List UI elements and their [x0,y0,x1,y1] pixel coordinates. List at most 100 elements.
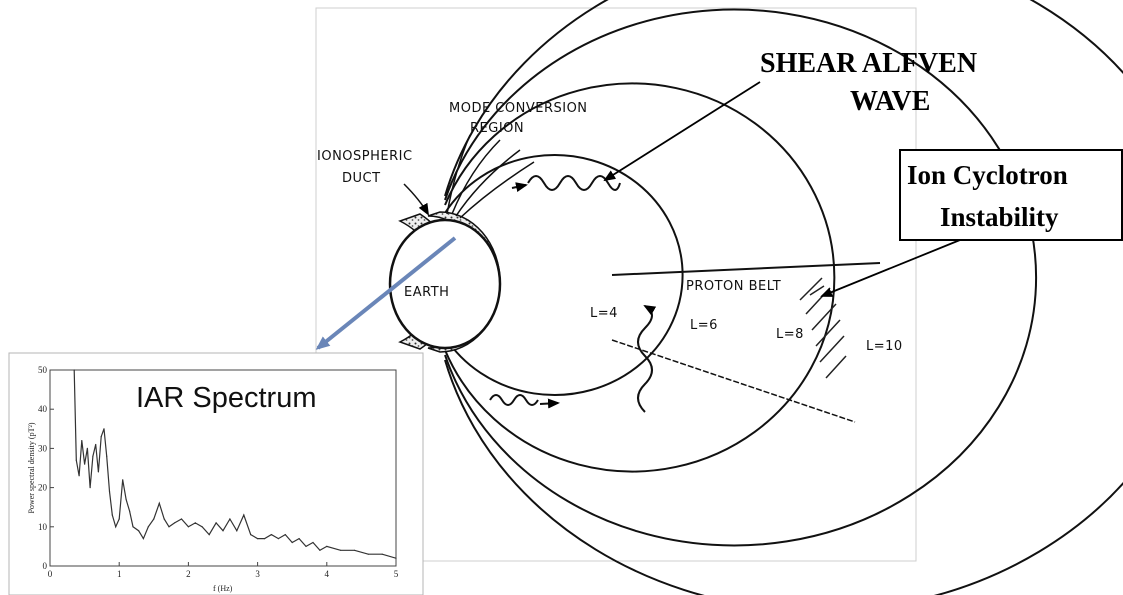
spectrum-point [168,526,170,528]
spectrum-point [100,436,102,438]
spectrum-point [163,518,165,520]
mode-conversion-label-2: REGION [470,121,524,136]
spectrum-point [222,530,224,532]
wave-upper [527,175,621,191]
spectrum-point [125,498,127,500]
wave-upper-arrow [511,182,528,192]
spectrum-point [95,443,97,446]
duct-pointer [403,183,429,216]
l6-label: L=6 [690,318,718,333]
spectrum-point [97,471,99,473]
spectrum-point [86,447,88,449]
spectrum-point [263,538,266,540]
hatch-marks [799,277,847,379]
l10-label: L=10 [866,339,903,354]
spectrum-point [270,534,272,536]
spectrum-point [229,518,231,520]
spectrum-point [305,545,307,548]
spectrum-point [298,538,300,540]
spectrum-point [250,534,252,536]
spectrum-point [106,455,108,457]
spectrum-point [122,479,124,481]
x-axis-label: f (Hz) [213,584,233,593]
ion-cyclotron-label-2: Instability [940,202,1059,232]
mode-conversion-label-1: MODE CONVERSION [449,101,588,116]
spectrum-point [118,518,120,520]
magnetosphere-figure: MODE CONVERSION REGION IONOSPHERIC DUCT … [315,0,1123,595]
spectrum-point [187,526,189,528]
earth-to-spectrum-arrow [315,236,457,350]
spectrum-point [84,463,86,465]
ion-cyclotron-arrow [820,239,961,297]
spectrum-point [73,369,75,371]
spectrum-point [147,526,149,528]
spectrum-point [142,538,144,540]
spectrum-point [108,490,111,493]
wave-lower [489,394,539,406]
spectrum-point [194,522,196,524]
spectrum-point [103,428,105,430]
spectrum-series-line [73,370,396,559]
ion-cyclotron-box [899,149,1123,241]
spectrum-point [180,518,183,520]
spectrum-point [158,502,160,504]
y-tick-label: 20 [38,483,48,493]
spectrum-point [395,557,397,559]
spectrum-point [381,553,383,555]
spectrum-point [312,541,314,544]
x-tick-label: 3 [255,569,260,579]
field-line-l10 [444,0,1123,595]
spectrum-point [132,526,134,528]
spectrum-point [111,514,113,516]
shear-alfven-label-2: WAVE [850,86,930,117]
spectrum-point [326,545,328,548]
spectrum-point [277,538,279,540]
earth-label: EARTH [404,285,449,300]
mode-conversion-lines [446,134,535,219]
shear-alfven-callout: SHEAR ALFVEN WAVE [603,48,977,182]
y-tick-label: 10 [38,522,48,532]
spectrum-point [129,510,131,512]
ionospheric-label-1: IONOSPHERIC [317,149,413,164]
spectrum-point [92,455,94,457]
spectrum-point [174,522,176,524]
proton-belt-label: PROTON BELT [686,279,781,294]
spectrum-point [291,541,293,544]
wave-vertical [637,305,657,413]
spectrum-point [284,534,286,536]
x-tick-label: 1 [117,569,122,579]
proton-belt-upper-line [611,262,881,276]
ionospheric-label-2: DUCT [342,171,381,186]
y-tick-label: 30 [38,443,48,453]
spectrum-point [89,487,91,489]
wave-lower-arrow [539,398,560,409]
ion-cyclotron-callout: Ion Cyclotron Instability [820,149,1123,297]
spectrum-points [73,369,397,559]
field-line-l4 [444,154,684,396]
field-line-l8 [444,8,1038,547]
spectrum-point [75,459,77,461]
x-tick-label: 2 [186,569,191,579]
spectrum-point [353,549,356,551]
spectrum-point [208,534,210,536]
spectrum-point [215,522,217,524]
spectrum-point [115,526,117,528]
spectrum-inset: IAR Spectrum f (Hz) Power spectral densi… [8,352,424,595]
y-tick-label: 0 [43,561,48,571]
y-tick-label: 50 [38,365,48,375]
l4-label: L=4 [590,306,618,321]
ion-cyclotron-label-1: Ion Cyclotron [907,160,1068,190]
spectrum-title: IAR Spectrum [136,382,317,414]
spectrum-point [243,514,245,516]
spectrum-point [236,530,238,532]
spectrum-point [153,518,155,520]
spectrum-point [78,475,80,477]
spectrum-point [367,553,369,555]
spectrum-point [81,440,83,442]
spectrum-point [340,549,342,551]
shear-alfven-arrow [603,81,761,182]
earth-circle [388,218,502,350]
